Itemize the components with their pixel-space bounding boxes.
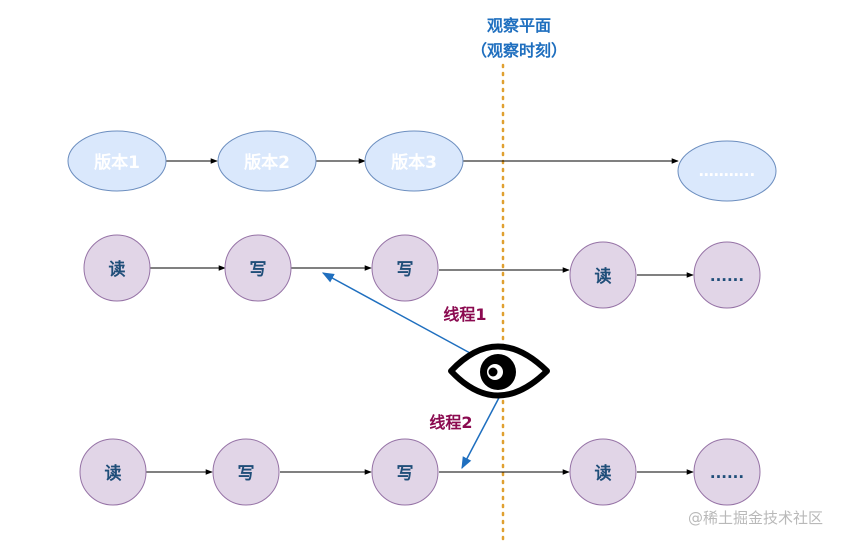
version-node-1-label: 版本1 [94,152,140,173]
svg-text:读: 读 [105,463,122,484]
observation-plane-subtitle: （观察时刻） [471,41,567,60]
watermark: @稀土掘金技术社区 [687,509,823,527]
version-node-2: 版本2 [217,130,317,192]
thread1-label: 线程1 [443,305,486,324]
version-node-2-label: 版本2 [244,152,290,173]
thread2-node-write-2: 写 [371,438,439,506]
svg-text:写: 写 [397,464,414,484]
version-node-3: 版本3 [364,130,464,192]
eye-icon [448,343,550,399]
thread1-observation-arrow [321,272,471,354]
thread2-node-write-1: 写 [212,438,280,506]
svg-text:读: 读 [595,266,612,287]
thread1-node-read-1: 读 [83,234,151,302]
version-node-ellipsis-label: ……….. [699,162,755,180]
thread1-row: 读 写 写 读 ...... [83,234,761,309]
svg-text:写: 写 [397,260,414,280]
thread2-node-read-2: 读 [569,438,637,506]
svg-text:......: ...... [710,267,744,285]
version-node-1: 版本1 [67,130,167,192]
thread1-node-write-1: 写 [224,234,292,302]
svg-text:写: 写 [238,464,255,484]
svg-text:读: 读 [109,259,126,280]
thread2-observation-arrow [461,391,503,470]
thread1-node-ellipsis: ...... [693,241,761,309]
version-node-3-label: 版本3 [391,152,437,173]
observation-plane-title: 观察平面 [487,16,551,35]
version-node-ellipsis: ……….. [677,140,777,202]
svg-text:读: 读 [595,463,612,484]
svg-text:写: 写 [250,260,267,280]
thread1-node-read-2: 读 [569,241,637,309]
version-row: 版本1 版本2 版本3 ……….. [67,130,777,202]
svg-text:......: ...... [710,464,744,482]
thread2-label: 线程2 [429,413,472,432]
thread2-node-ellipsis: ...... [693,438,761,506]
thread2-node-read-1: 读 [79,438,147,506]
thread2-row: 读 写 写 读 ...... [79,438,761,506]
thread1-node-write-2: 写 [371,234,439,302]
